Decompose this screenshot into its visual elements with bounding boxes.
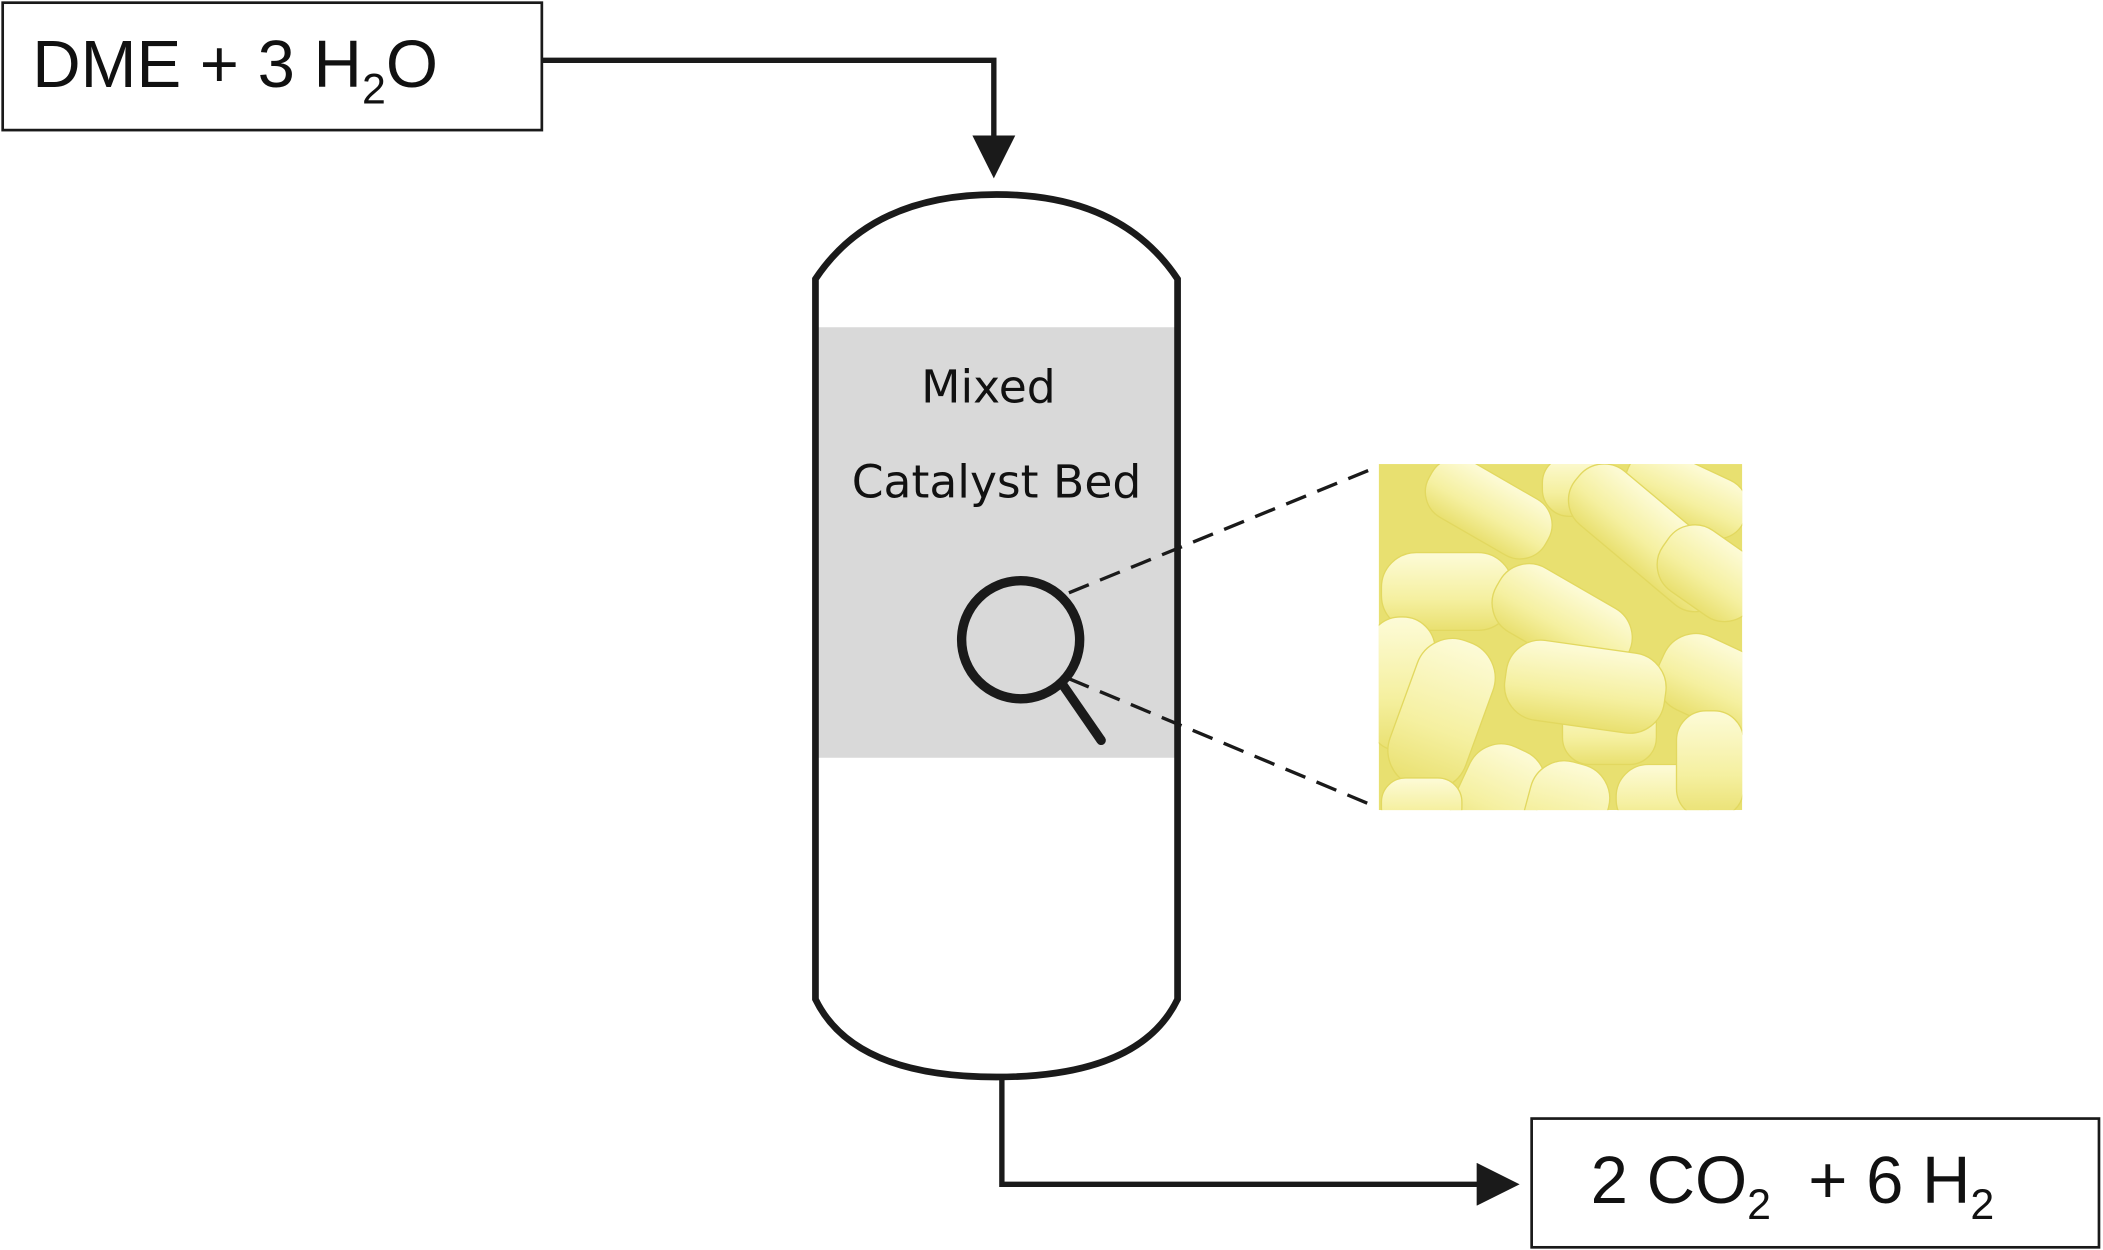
catalyst-bed xyxy=(818,327,1177,758)
inlet-box: DME + 3 H2O xyxy=(1,1,544,132)
outlet-label: 2 CO2 + 6 H2 xyxy=(1591,1143,1995,1229)
outlet-box: 2 CO2 + 6 H2 xyxy=(1530,1117,2101,1249)
zoom-lines xyxy=(1068,465,1379,809)
bed-label-line1: Mixed xyxy=(921,360,1056,413)
magnifying-glass-icon xyxy=(956,576,1106,746)
outlet-arrow xyxy=(999,1079,1520,1206)
catalyst-pellets-image xyxy=(1378,464,1743,811)
bed-label-line2: Catalyst Bed xyxy=(852,456,1142,509)
inlet-arrow xyxy=(541,57,1016,179)
inlet-label: DME + 3 H2O xyxy=(32,27,438,113)
reactor-vessel: Mixed Catalyst Bed xyxy=(812,191,1181,1081)
